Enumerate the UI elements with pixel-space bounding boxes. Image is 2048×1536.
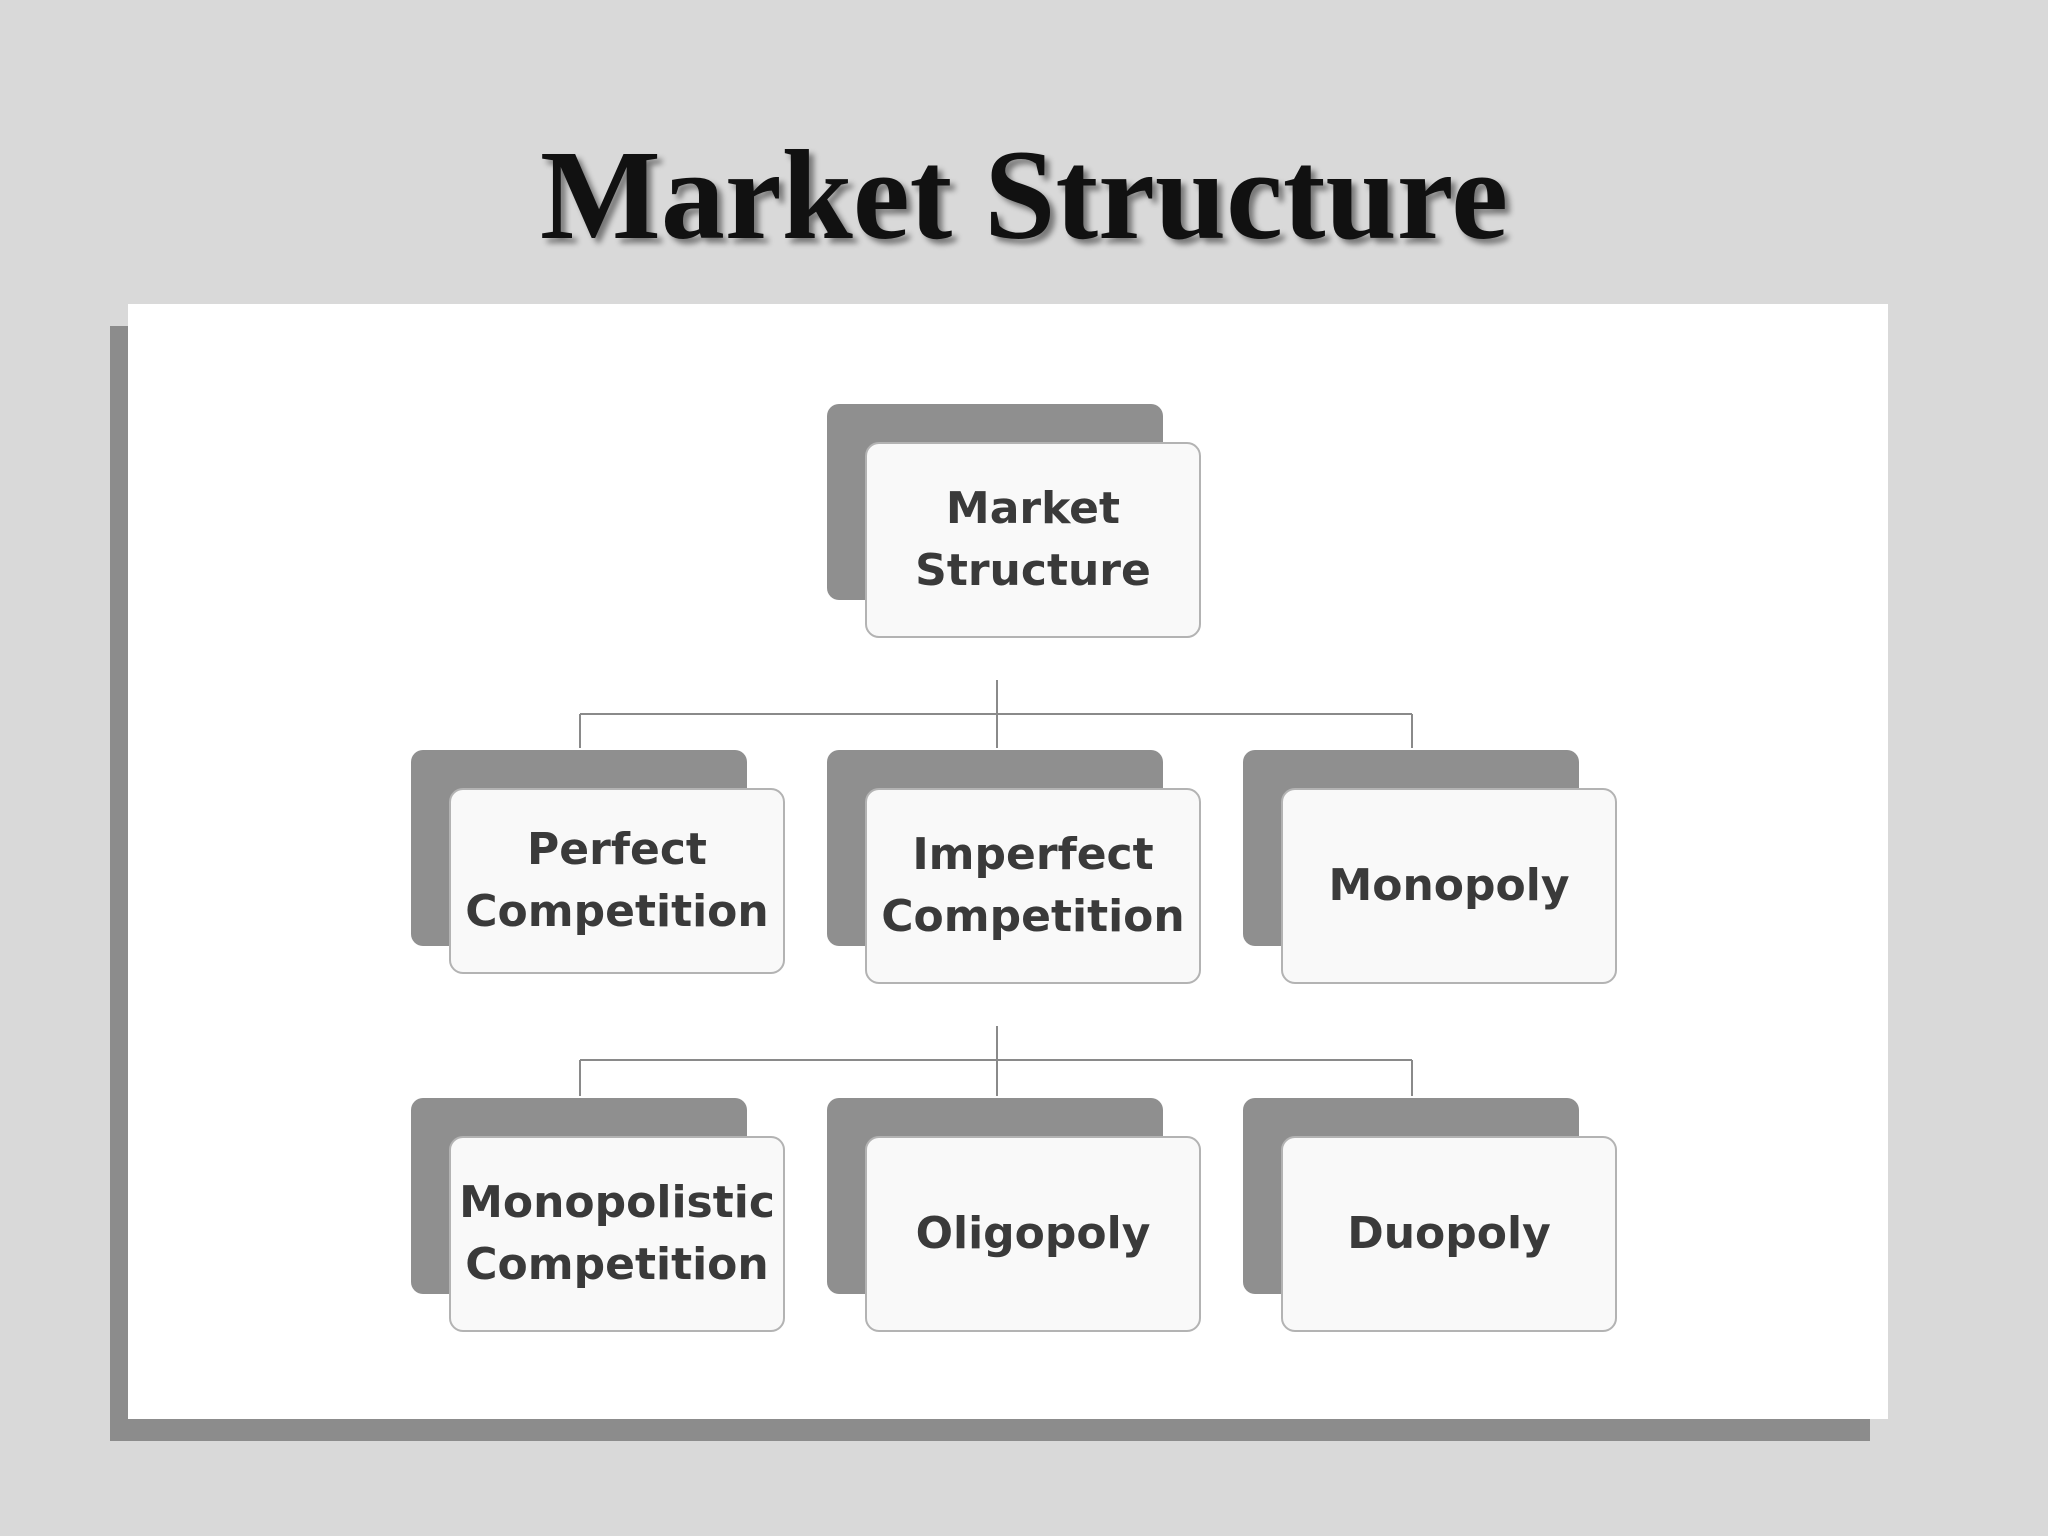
node-front: Duopoly (1281, 1136, 1617, 1332)
node-label: Perfect Competition (465, 824, 769, 937)
node-oligopoly: Oligopoly (827, 1098, 1203, 1334)
node-label: Imperfect Competition (881, 829, 1185, 942)
node-front: Monopoly (1281, 788, 1617, 984)
connector-lines (579, 680, 1413, 1096)
node-perfect-competition: Perfect Competition (411, 750, 787, 986)
node-market-structure: Market Structure (827, 404, 1203, 640)
slide-title: Market Structure (540, 124, 1508, 266)
node-front: Oligopoly (865, 1136, 1201, 1332)
node-label: Monopoly (1328, 860, 1570, 911)
node-label: Monopolistic Competition (459, 1177, 775, 1290)
node-imperfect-competition: Imperfect Competition (827, 750, 1203, 986)
node-label: Oligopoly (915, 1208, 1151, 1259)
node-label: Duopoly (1347, 1208, 1551, 1259)
node-monopoly: Monopoly (1243, 750, 1619, 986)
node-front: Market Structure (865, 442, 1201, 638)
node-front: Imperfect Competition (865, 788, 1201, 984)
node-front: Monopolistic Competition (449, 1136, 785, 1332)
diagram-panel: Market Structure Perfect Competition Imp… (128, 304, 1888, 1419)
node-label: Market Structure (915, 483, 1151, 596)
node-front: Perfect Competition (449, 788, 785, 974)
node-duopoly: Duopoly (1243, 1098, 1619, 1334)
node-monopolistic-competition: Monopolistic Competition (411, 1098, 787, 1334)
